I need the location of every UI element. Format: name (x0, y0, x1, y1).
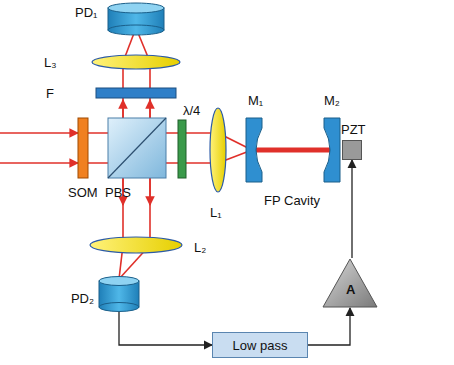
som-plate (78, 118, 88, 178)
part-label: FP Cavity (264, 194, 320, 207)
part-label: F (46, 87, 54, 100)
node-label: PZT (341, 123, 366, 136)
part-label: L₃ (44, 56, 57, 69)
mirror-m1 (246, 118, 262, 182)
part-label: L₂ (194, 241, 206, 254)
signal-wire (308, 308, 350, 345)
node-label: Low pass (233, 339, 288, 352)
part-label: PBS (105, 186, 131, 199)
node-label: PD₂ (71, 292, 94, 305)
part-label: PD₁ (75, 6, 97, 19)
lens-l2 (90, 237, 182, 253)
filter (96, 88, 176, 98)
detector-cylinder (44, 276, 144, 312)
lens-l3 (92, 55, 180, 69)
quarter-wave-plate (178, 120, 186, 178)
photodetector-2: PD₂ (44, 276, 144, 312)
part-label: SOM (68, 186, 98, 199)
part-label: λ/4 (183, 104, 200, 117)
node-label: A (346, 283, 355, 296)
filter-box: Low pass (212, 332, 308, 358)
photodetector-1 (108, 3, 164, 35)
pbs-cube (108, 118, 166, 178)
amplifier-triangle: A (322, 258, 378, 308)
signal-wire (119, 312, 212, 345)
lens-l1 (210, 108, 226, 192)
mirror-m2 (324, 118, 340, 182)
part-label: L₁ (210, 206, 222, 219)
part-label: M₂ (324, 94, 340, 107)
pzt-actuator: PZT (342, 140, 362, 160)
part-label: M₁ (248, 94, 263, 107)
signal-wire (351, 160, 352, 258)
